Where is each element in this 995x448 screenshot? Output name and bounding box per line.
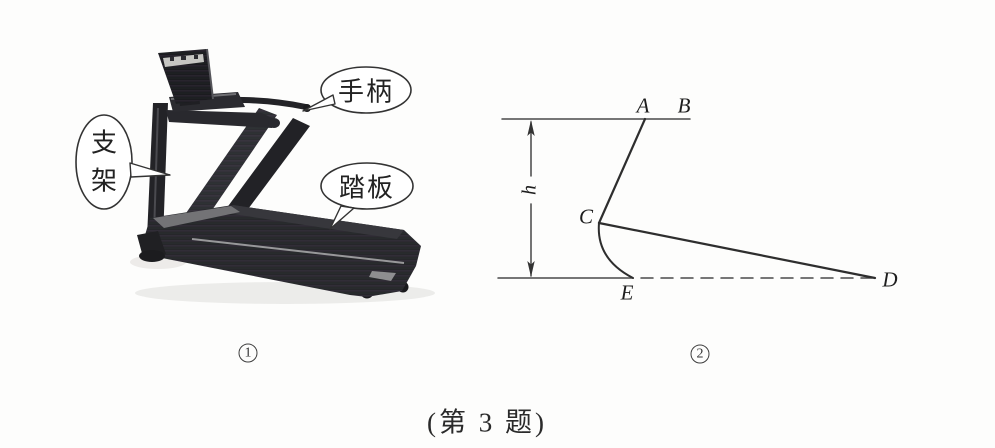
callout-bubble-handle bbox=[302, 66, 412, 114]
treadmill-illustration bbox=[75, 48, 435, 304]
dimension-arrow-up bbox=[527, 120, 535, 136]
display-tick bbox=[194, 55, 198, 59]
point-label-D: D bbox=[882, 267, 898, 292]
point-label-C: C bbox=[578, 204, 594, 229]
treadmill-strut-texture bbox=[175, 108, 277, 238]
panel-number-1-digit: 1 bbox=[244, 345, 252, 360]
figure-caption: (第 3 题) bbox=[427, 407, 547, 438]
panel-number-1: 1 bbox=[238, 343, 258, 363]
point-label-E: E bbox=[620, 280, 634, 305]
point-label-A: A bbox=[636, 93, 650, 118]
panel-number-2: 2 bbox=[690, 344, 710, 364]
display-edge-highlight bbox=[206, 48, 214, 100]
treadmill-belt-top bbox=[226, 205, 404, 239]
display-tick bbox=[181, 56, 186, 60]
callout-bubble-bracket bbox=[75, 114, 171, 210]
dimension-arrow-down bbox=[527, 261, 535, 277]
treadmill-front-roller bbox=[139, 250, 165, 262]
callout-tail-bracket bbox=[129, 162, 171, 178]
callout-bubble-pedal bbox=[320, 162, 414, 230]
treadmill-hood-highlight bbox=[153, 206, 240, 228]
callout-tail-pedal bbox=[329, 205, 355, 230]
callout-label-pedal: 踏板 bbox=[338, 173, 396, 203]
diagram-segment-AC bbox=[597, 117, 647, 225]
treadmill-side-rail bbox=[166, 110, 276, 128]
diagram-curve-CE bbox=[597, 222, 634, 279]
callout-label-bracket: 支架 bbox=[90, 128, 117, 195]
callout-tail-handle bbox=[302, 94, 336, 112]
height-label-h: h bbox=[518, 185, 541, 195]
panel-number-2-digit: 2 bbox=[696, 346, 704, 361]
geometry-diagram bbox=[497, 117, 877, 280]
callout-label-handle: 手柄 bbox=[337, 77, 395, 107]
treadmill-front-foot bbox=[137, 231, 166, 257]
treadmill-rail-endcap bbox=[268, 118, 280, 128]
treadmill-rail-highlight bbox=[191, 238, 405, 264]
treadmill-rear-highlight bbox=[369, 271, 396, 281]
diagram-segment-CD bbox=[597, 221, 877, 280]
point-label-B: B bbox=[677, 93, 691, 118]
display-tick bbox=[170, 57, 174, 61]
